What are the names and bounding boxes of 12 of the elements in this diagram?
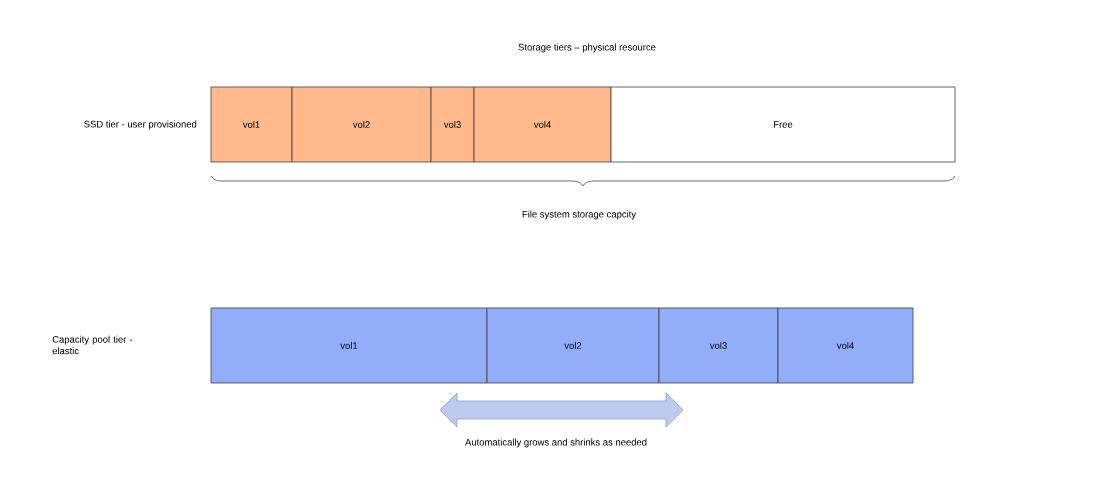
arrow-label: Automatically grows and shrinks as needed [465,438,647,448]
volume-segment: vol3 [658,307,779,384]
title: Storage tiers – physical resource [518,43,656,53]
volume-segment: Free [610,86,956,163]
volume-segment: vol4 [777,307,914,384]
volume-segment: vol2 [486,307,660,384]
volume-segment: vol3 [430,86,475,163]
brace-label: File system storage capcity [522,210,637,220]
row-label: SSD tier - user provisioned [84,120,197,130]
volume-segment: vol1 [210,307,488,384]
row-label: Capacity pool tier - elastic [52,335,133,355]
volume-segment: vol1 [210,86,293,163]
